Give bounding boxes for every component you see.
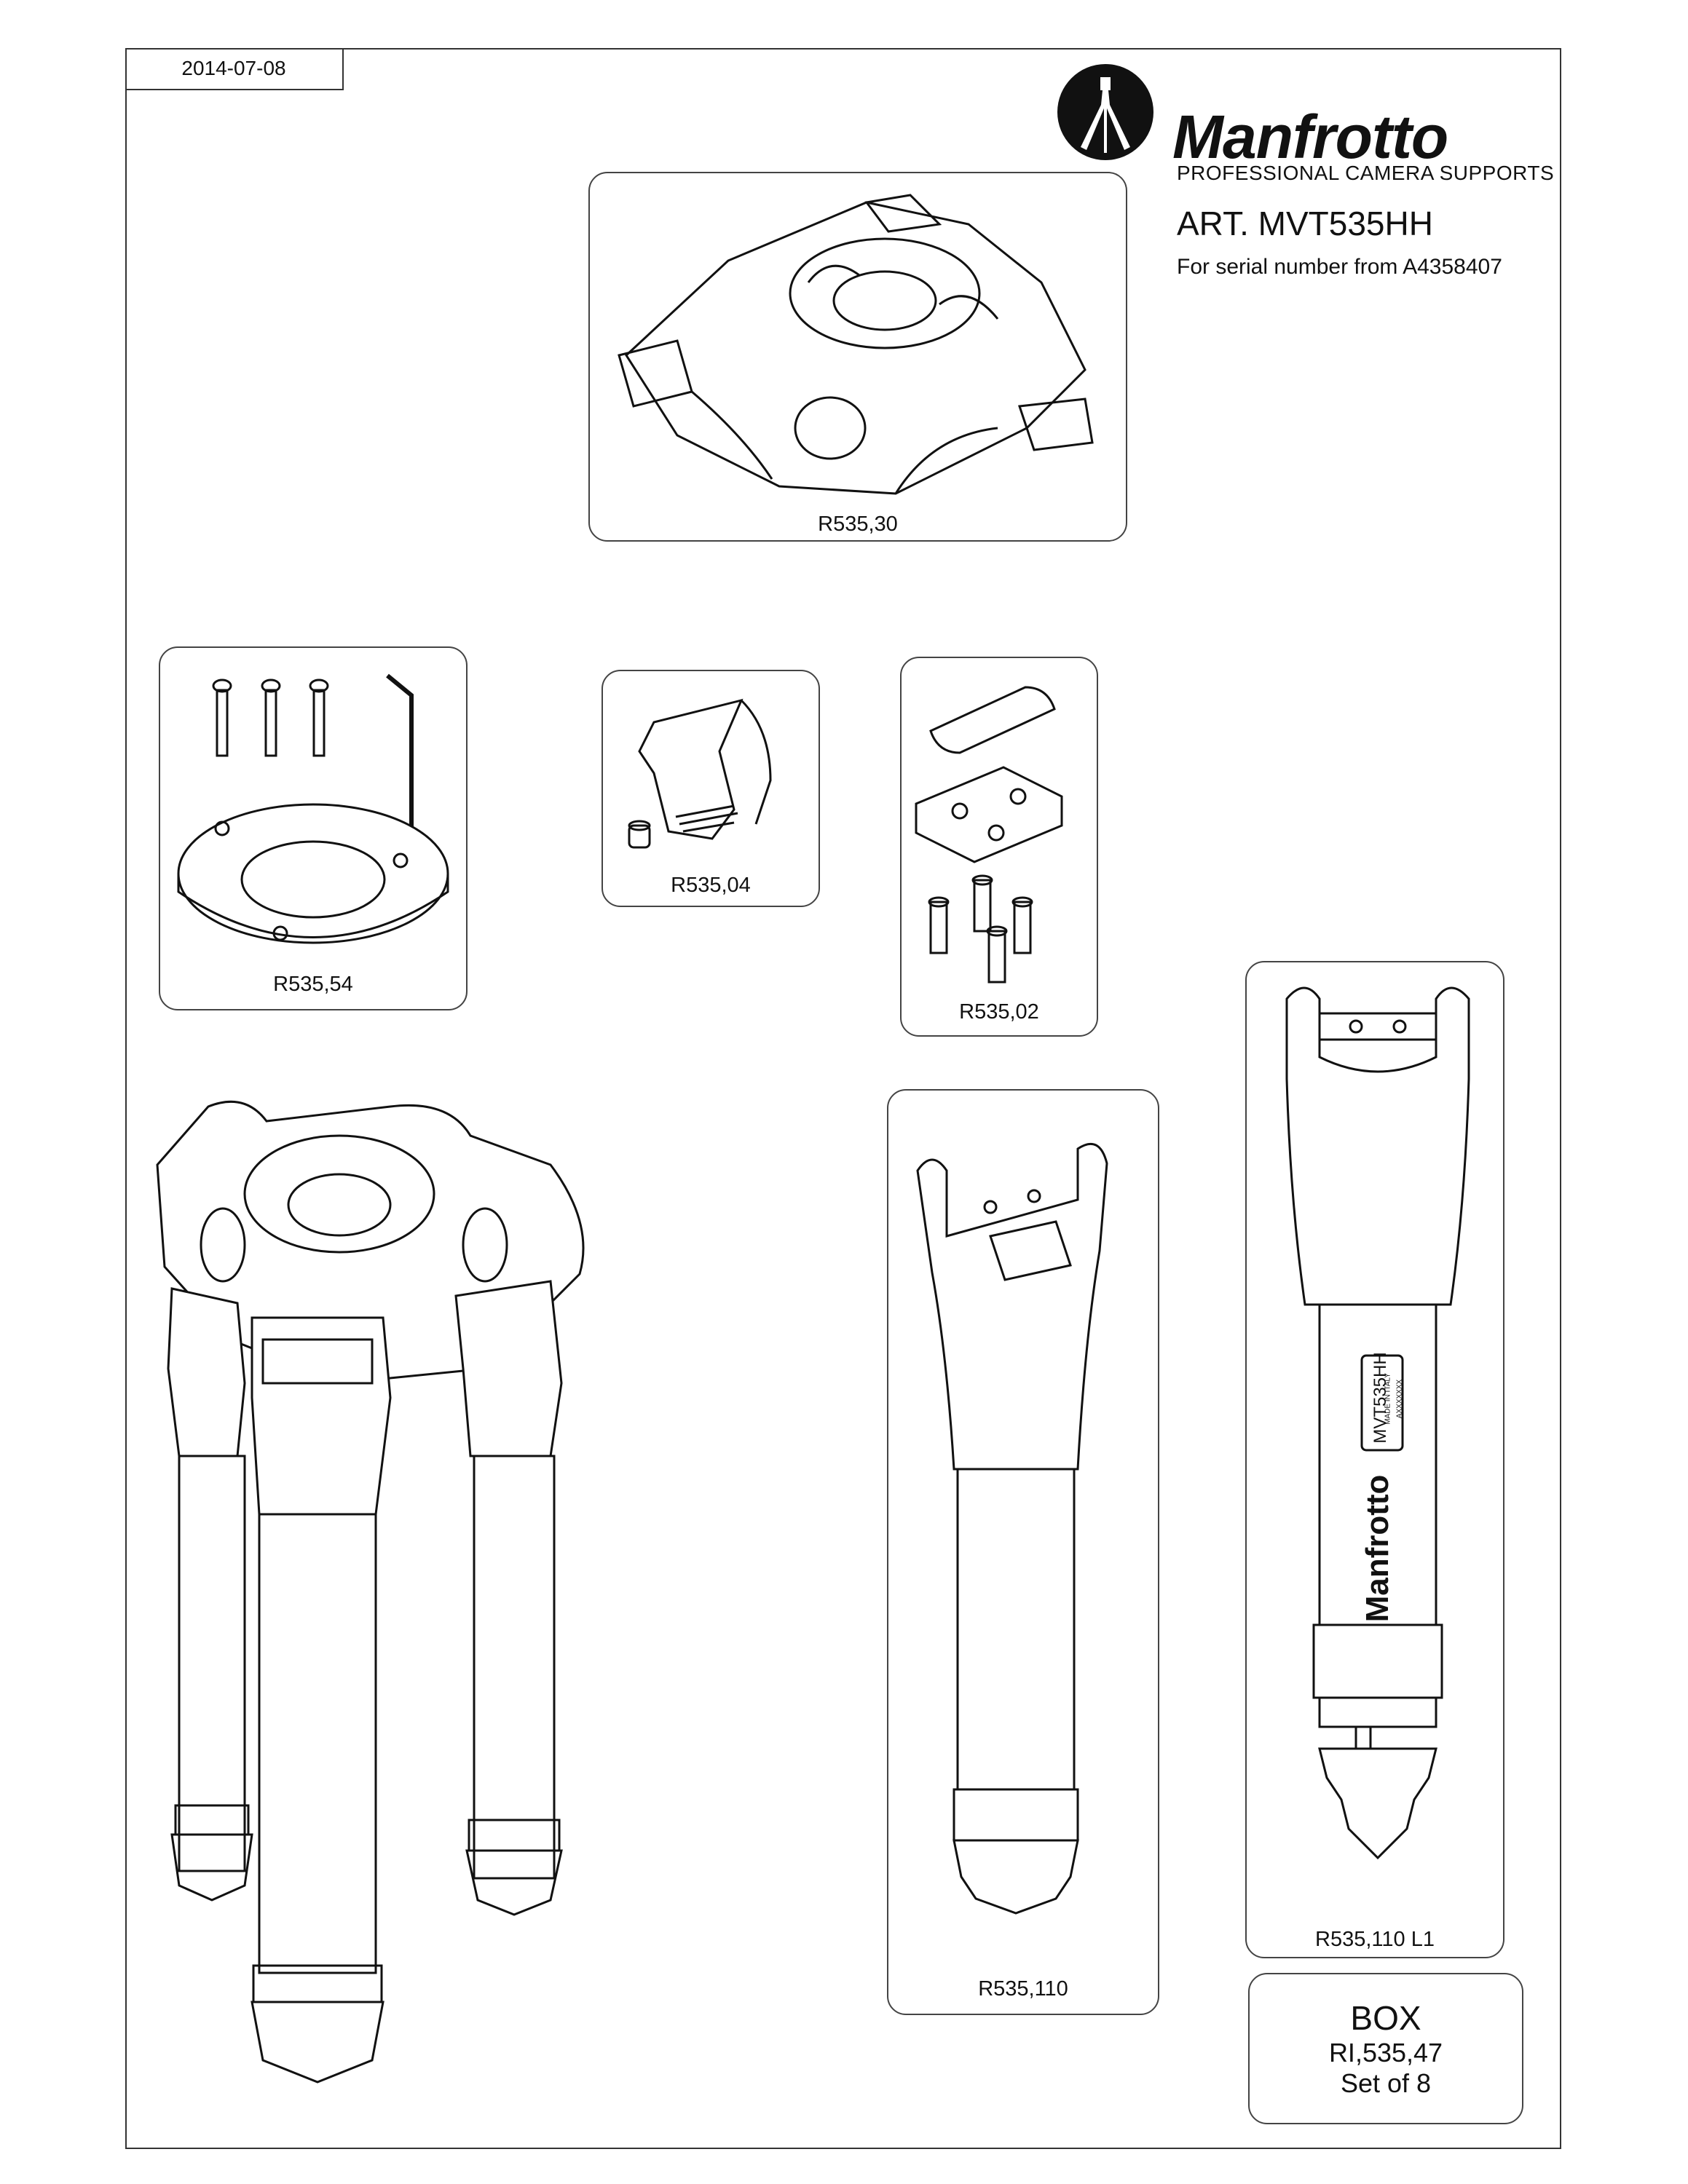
upper-leg-drawing bbox=[916, 1142, 1108, 1915]
part-label-upper-leg: R535,110 bbox=[978, 1977, 1068, 2001]
brand-tagline: PROFESSIONAL CAMERA SUPPORTS bbox=[1177, 162, 1555, 184]
box-title: BOX bbox=[1350, 1999, 1421, 2037]
top-casting-drawing bbox=[618, 194, 1094, 495]
article-number: ART. MVT535HH bbox=[1177, 205, 1433, 242]
part-label-top-casting: R535,30 bbox=[818, 513, 898, 536]
serial-note: For serial number from A4358407 bbox=[1177, 255, 1502, 279]
bowl-kit-drawing bbox=[177, 673, 449, 944]
brand-wordmark: Manfrotto bbox=[1172, 103, 1448, 171]
leg-lock-drawing bbox=[628, 698, 772, 849]
spider-assembly-drawing bbox=[156, 1100, 585, 2084]
part-label-leg-section: R535,110 L1 bbox=[1315, 1928, 1435, 1951]
part-panel-hinge-kit[interactable]: R535,02 bbox=[900, 657, 1098, 1037]
leg-marking-made-in: MADE IN ITALY bbox=[1384, 1373, 1392, 1425]
part-label-hinge-kit: R535,02 bbox=[959, 1000, 1039, 1024]
leg-marking-serial: AXXXXXXX bbox=[1395, 1379, 1404, 1419]
part-label-leg-lock: R535,04 bbox=[671, 874, 751, 897]
box-panel[interactable]: BOX RI,535,47 Set of 8 bbox=[1248, 1973, 1523, 2124]
part-panel-bowl-kit[interactable]: R535,54 bbox=[159, 646, 468, 1010]
drawing-frame bbox=[125, 48, 1561, 2149]
date-box: 2014-07-08 bbox=[125, 48, 344, 90]
leg-marking-brand: Manfrotto bbox=[1360, 1474, 1395, 1623]
manfrotto-logo-icon bbox=[1057, 64, 1153, 160]
box-quantity: Set of 8 bbox=[1340, 2068, 1432, 2098]
box-code: RI,535,47 bbox=[1328, 2038, 1443, 2068]
part-panel-leg-section[interactable]: Manfrotto MVT535HH MADE IN ITALY AXXXXXX… bbox=[1245, 961, 1504, 1958]
date-text: 2014-07-08 bbox=[181, 57, 286, 79]
leg-section-drawing bbox=[1285, 986, 1470, 1860]
part-label-bowl-kit: R535,54 bbox=[273, 973, 353, 996]
hinge-kit-drawing bbox=[915, 686, 1063, 984]
part-panel-top-casting[interactable]: R535,30 bbox=[588, 172, 1127, 542]
part-panel-upper-leg[interactable]: R535,110 bbox=[887, 1089, 1159, 2015]
part-panel-leg-lock[interactable]: R535,04 bbox=[602, 670, 820, 907]
screw-icon bbox=[212, 678, 232, 757]
